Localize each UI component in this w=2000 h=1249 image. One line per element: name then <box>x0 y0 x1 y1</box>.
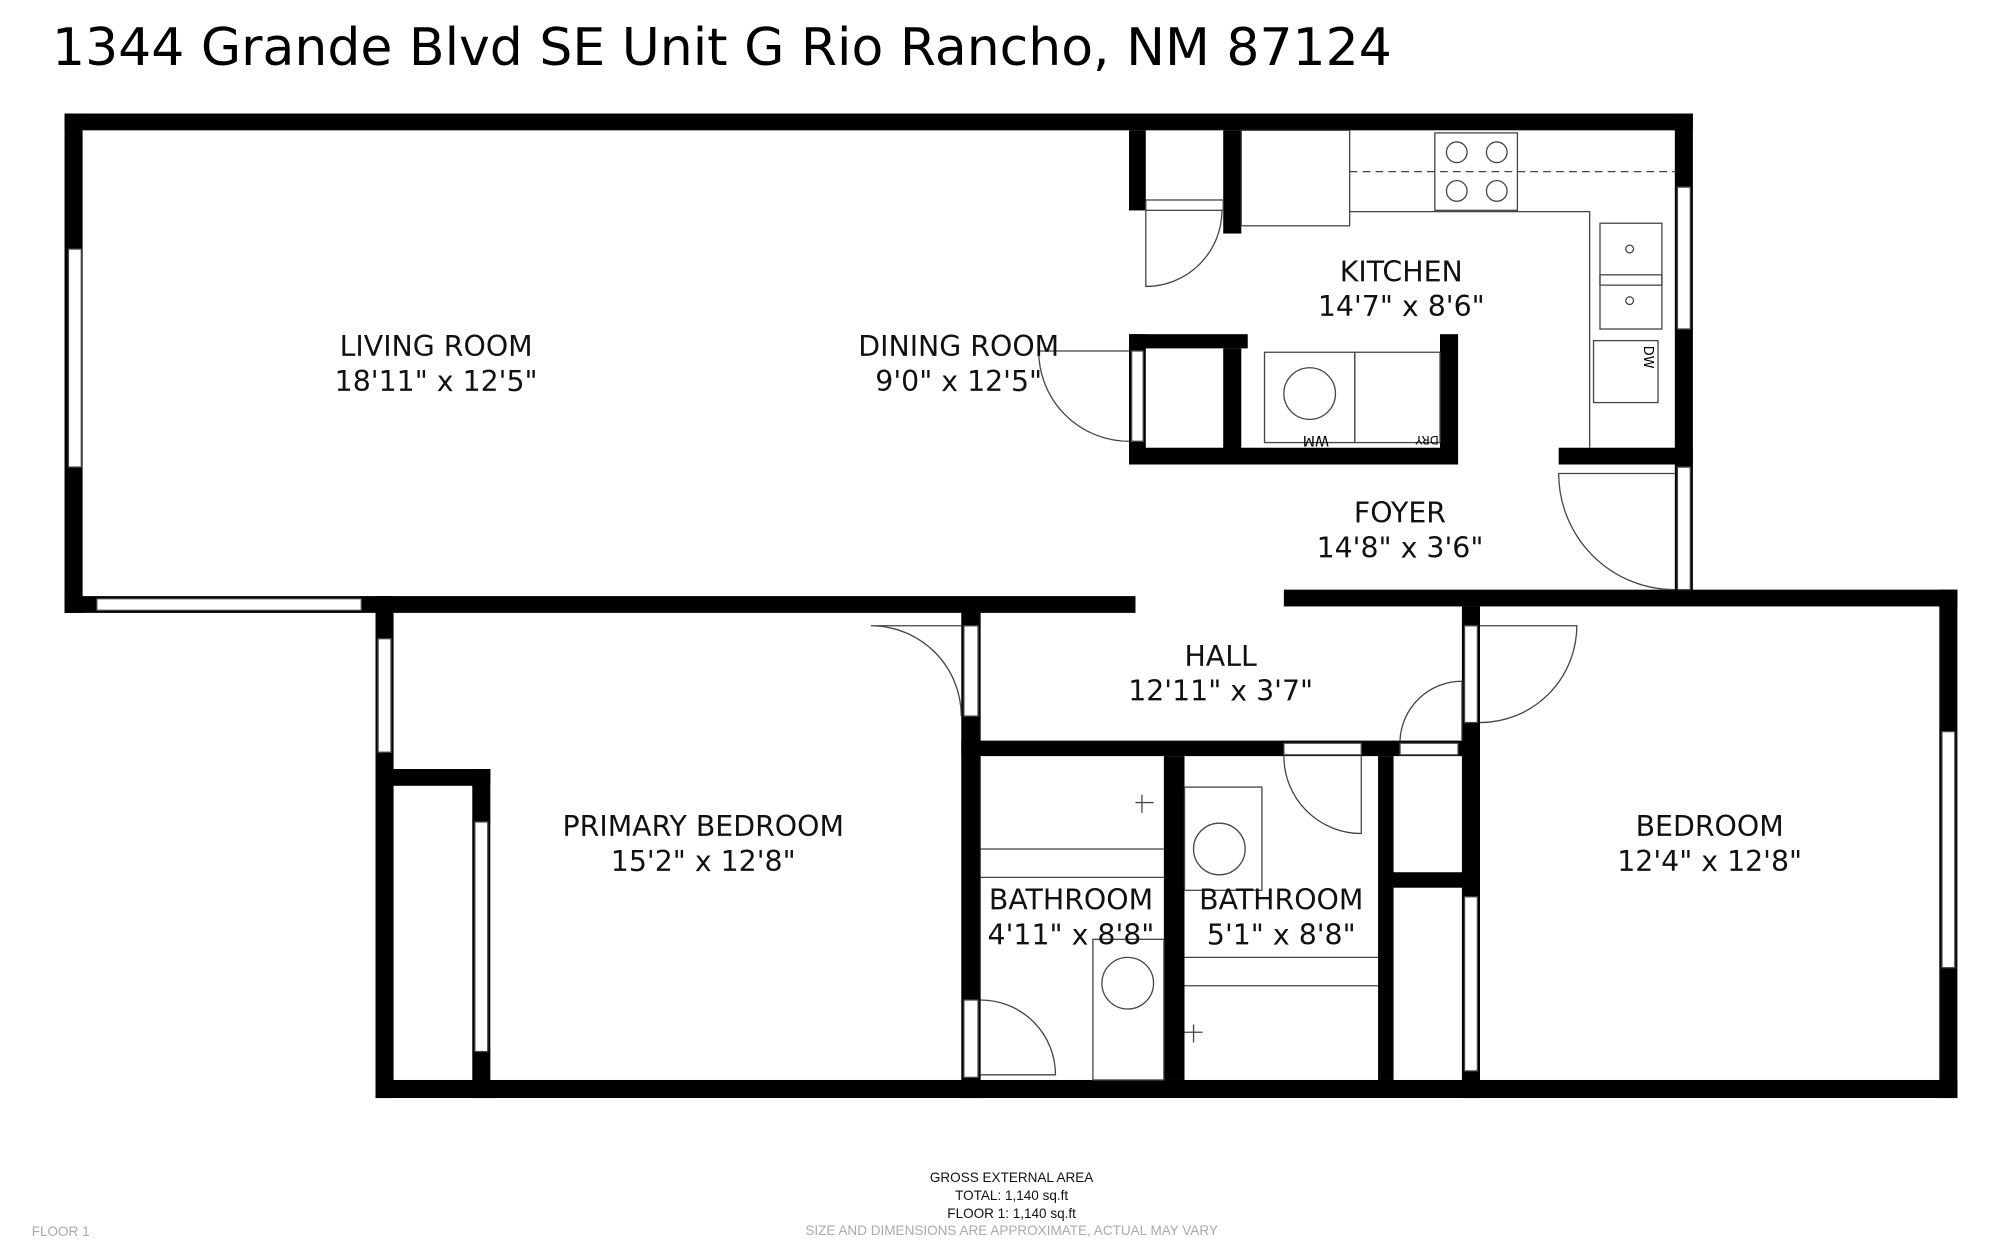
washer-label: WM <box>1303 432 1329 448</box>
property-address-title: 1344 Grande Blvd SE Unit G Rio Rancho, N… <box>52 18 1392 78</box>
hall-dims: 12'11" x 3'7" <box>1128 675 1313 708</box>
fixtures: DW WM DRY <box>870 129 1675 1081</box>
stove <box>1434 132 1519 211</box>
bedroom-name: BEDROOM <box>1636 810 1784 843</box>
bathroom-2-dims: 5'1" x 8'8" <box>1207 918 1356 951</box>
foyer-name: FOYER <box>1354 497 1446 530</box>
primary-bedroom-dims: 15'2" x 12'8" <box>611 845 796 878</box>
hall-name: HALL <box>1184 640 1257 673</box>
dishwasher <box>1592 339 1659 404</box>
dining-room-name: DINING ROOM <box>858 330 1059 363</box>
kitchen-name: KITCHEN <box>1340 255 1463 288</box>
foyer-dims: 14'8" x 3'6" <box>1317 531 1484 564</box>
footer: GROSS EXTERNAL AREA TOTAL: 1,140 sq.ft F… <box>32 1170 1218 1239</box>
dryer-label: DRY <box>1414 433 1438 447</box>
sink <box>1599 222 1663 286</box>
living-room-dims: 18'11" x 12'5" <box>335 365 538 398</box>
floor-label: FLOOR 1 <box>32 1224 90 1239</box>
total-area: TOTAL: 1,140 sq.ft <box>955 1188 1068 1203</box>
floor1-area: FLOOR 1: 1,140 sq.ft <box>947 1206 1076 1221</box>
bedroom-dims: 12'4" x 12'8" <box>1617 845 1802 878</box>
washer <box>1263 351 1356 444</box>
dishwasher-label: DW <box>1640 346 1655 369</box>
dining-room-dims: 9'0" x 12'5" <box>875 365 1042 398</box>
walls <box>64 113 1958 1099</box>
room-labels: LIVING ROOM 18'11" x 12'5" DINING ROOM 9… <box>335 255 1802 951</box>
bathroom-1-dims: 4'11" x 8'8" <box>988 918 1155 951</box>
dryer <box>1354 351 1441 444</box>
living-room-name: LIVING ROOM <box>340 330 533 363</box>
bathroom-2-name: BATHROOM <box>1199 884 1363 917</box>
kitchen-dims: 14'7" x 8'6" <box>1318 290 1485 323</box>
primary-bedroom-name: PRIMARY BEDROOM <box>563 810 844 843</box>
area-heading: GROSS EXTERNAL AREA <box>930 1170 1093 1185</box>
bathroom-1-name: BATHROOM <box>989 884 1153 917</box>
disclaimer: SIZE AND DIMENSIONS ARE APPROXIMATE, ACT… <box>805 1223 1218 1238</box>
